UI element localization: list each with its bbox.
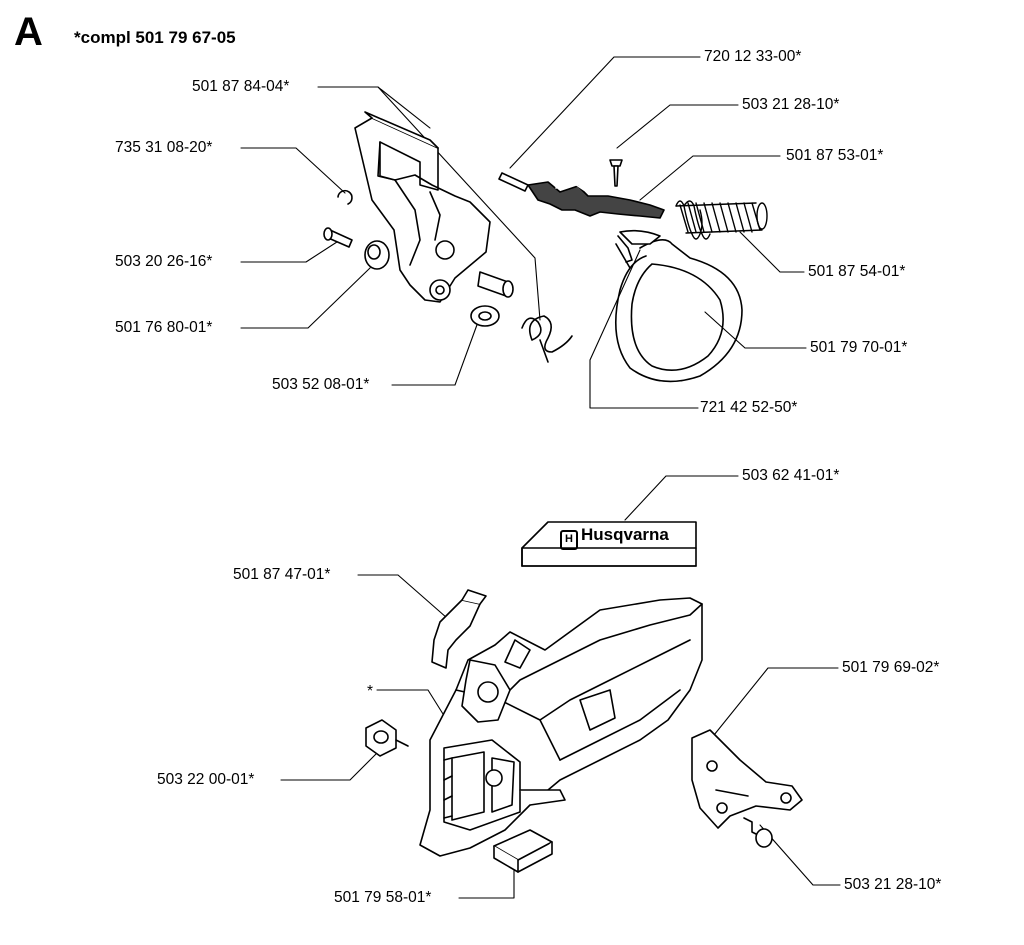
pin-721 [615, 243, 631, 269]
rubber-block [493, 829, 553, 873]
part-label-501-87-54-01: 501 87 54-01* [808, 263, 906, 280]
shoulder-bolt [323, 227, 353, 248]
torsion-spring [521, 315, 573, 363]
retaining-ring [337, 189, 353, 205]
section-letter: A [14, 10, 43, 54]
assembly-note: *compl 501 79 67-05 [74, 28, 236, 47]
screw-503-21-28-top [609, 159, 623, 187]
chain-guide-clip [431, 589, 487, 669]
husqvarna-decal [521, 521, 697, 567]
part-label-501-79-69-02: 501 79 69-02* [842, 659, 940, 676]
pin-720 [498, 172, 529, 192]
bushing [364, 240, 390, 270]
screw-503-52-08 [470, 305, 500, 327]
part-label-503-21-28-10-top: 503 21 28-10* [742, 96, 840, 113]
chain-catcher-plate [691, 729, 803, 829]
part-label-501-79-70-01: 501 79 70-01* [810, 339, 908, 356]
brake-linkage [527, 181, 665, 219]
bar-nut [365, 719, 409, 757]
part-label-501-87-84-04: 501 87 84-04* [192, 78, 290, 95]
compression-spring [675, 200, 768, 240]
part-label-503-21-28-10-bottom: 503 21 28-10* [844, 876, 942, 893]
part-label-503-52-08-01: 503 52 08-01* [272, 376, 370, 393]
husqvarna-logo-icon: H [560, 530, 578, 550]
part-label-star: * [367, 683, 374, 700]
part-label-503-22-00-01: 503 22 00-01* [157, 771, 255, 788]
pivot-pin [477, 271, 514, 298]
part-label-721-42-52-50: 721 42 52-50* [700, 399, 798, 416]
part-label-501-87-47-01: 501 87 47-01* [233, 566, 331, 583]
part-label-501-79-58-01: 501 79 58-01* [334, 889, 432, 906]
screw-503-21-28-bottom [743, 817, 773, 848]
part-label-735-31-08-20: 735 31 08-20* [115, 139, 213, 156]
part-label-720-12-33-00: 720 12 33-00* [704, 48, 802, 65]
clutch-cover [419, 597, 703, 857]
part-label-501-87-53-01: 501 87 53-01* [786, 147, 884, 164]
brake-band [615, 229, 743, 383]
chain-brake-bracket [354, 111, 491, 303]
part-label-503-62-41-01: 503 62 41-01* [742, 467, 840, 484]
part-label-501-76-80-01: 501 76 80-01* [115, 319, 213, 336]
part-label-503-20-26-16: 503 20 26-16* [115, 253, 213, 270]
